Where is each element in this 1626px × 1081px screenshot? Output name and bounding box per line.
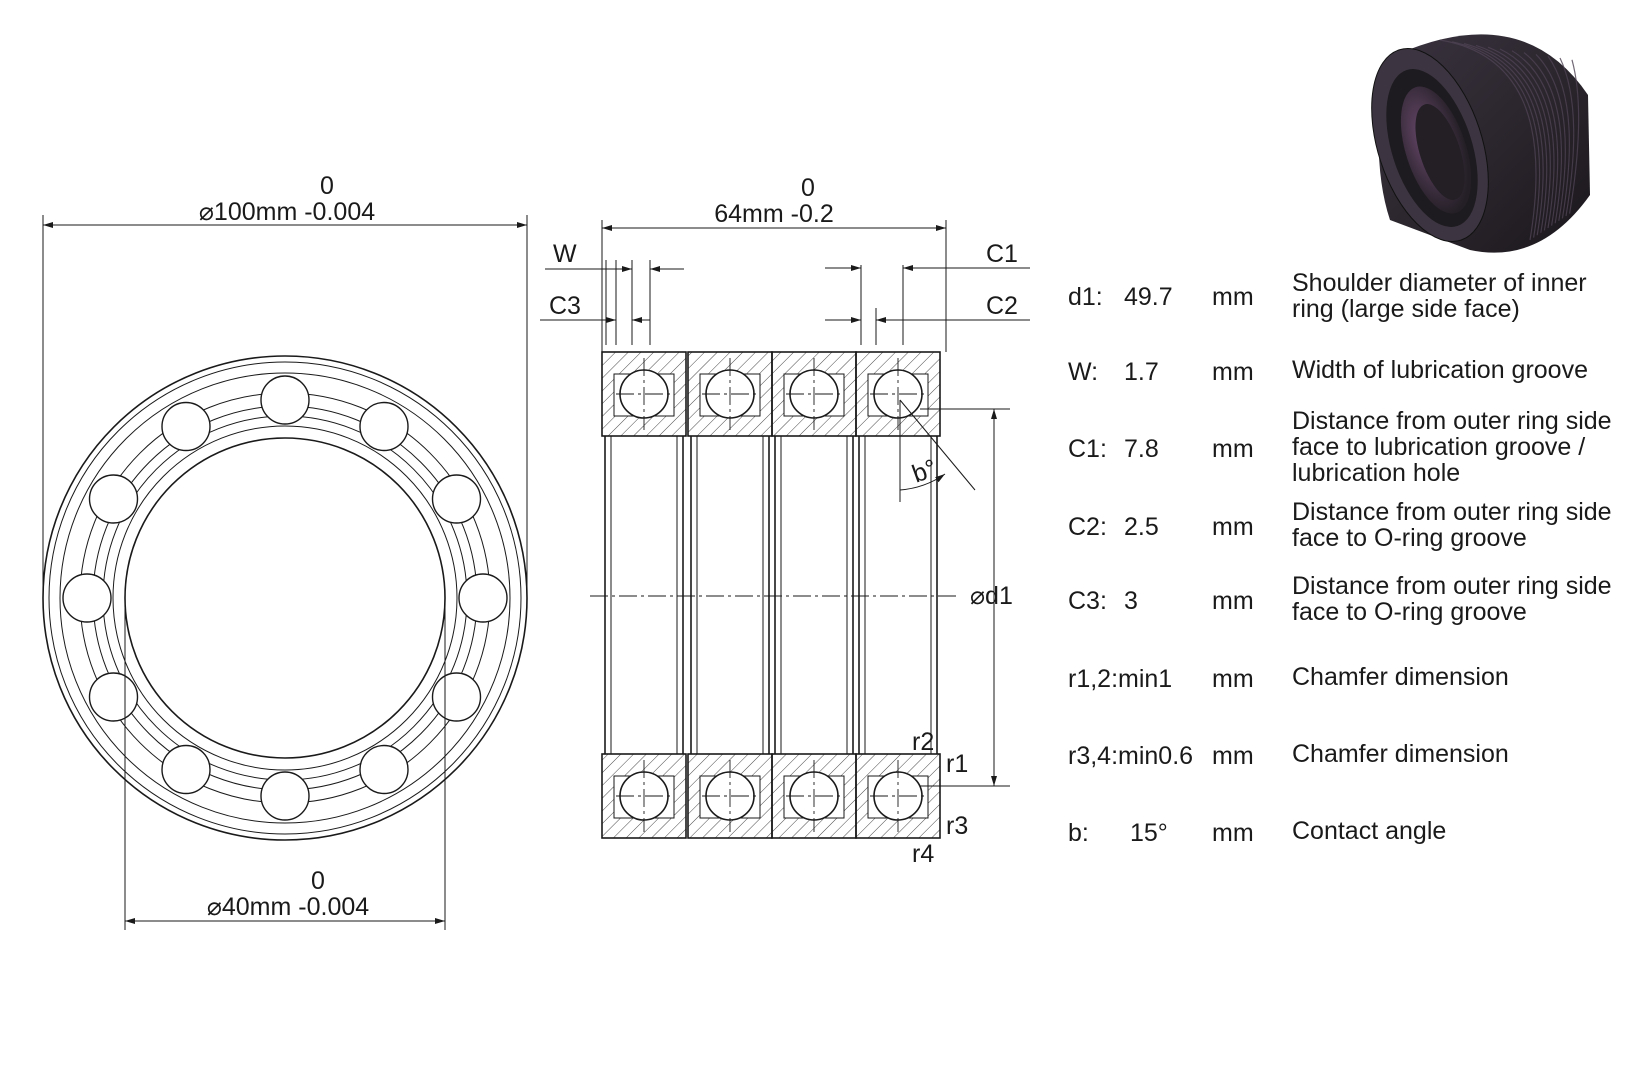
c2-label: C2 <box>986 292 1018 320</box>
roller <box>359 744 409 795</box>
bearing-row <box>771 351 857 839</box>
spec-unit: mm <box>1212 742 1254 770</box>
spec-key: C3: <box>1068 587 1107 615</box>
width-tolerance-upper: 0 <box>801 174 815 202</box>
inner-diameter-label: ⌀40mm -0.004 <box>207 893 369 921</box>
spec-value: 15° <box>1130 819 1168 847</box>
spec-unit: mm <box>1212 435 1254 463</box>
width-label: 64mm -0.2 <box>714 200 833 228</box>
outer-diameter-label: ⌀100mm -0.004 <box>199 198 375 226</box>
c1-label: C1 <box>986 240 1018 268</box>
bearing-3d-render <box>1371 34 1590 253</box>
roller <box>62 573 112 623</box>
outer-diameter-dimension: 0 ⌀100mm -0.004 <box>42 172 528 598</box>
spec-value: 3 <box>1124 587 1138 615</box>
section-view <box>590 351 960 839</box>
roller <box>431 474 482 524</box>
contact-angle-label: b° <box>908 454 940 488</box>
spec-desc: Width of lubrication groove <box>1292 356 1588 384</box>
roller <box>161 401 211 452</box>
spec-unit: mm <box>1212 587 1254 615</box>
groove-dimensions: W C3 C1 C2 <box>540 240 1030 345</box>
spec-value: 2.5 <box>1124 513 1159 541</box>
roller <box>88 672 139 722</box>
spec-key: W: <box>1068 358 1099 386</box>
spec-unit: mm <box>1212 819 1254 847</box>
spec-desc: Chamfer dimension <box>1292 663 1509 691</box>
d1-dimension: ⌀d1 <box>920 408 1013 787</box>
roller <box>260 375 310 425</box>
spec-desc: Distance from outer ring side face to lu… <box>1292 407 1612 487</box>
r1-label: r1 <box>946 750 968 778</box>
inner-diameter-dimension: 0 ⌀40mm -0.004 <box>124 598 446 930</box>
roller <box>161 744 211 795</box>
spec-desc: Contact angle <box>1292 817 1447 845</box>
bearing-row <box>855 351 941 839</box>
spec-unit: mm <box>1212 358 1254 386</box>
r4-label: r4 <box>912 840 934 868</box>
spec-desc: Distance from outer ring side face to O-… <box>1292 572 1612 626</box>
bearing-rows <box>601 351 941 839</box>
roller-set <box>62 375 508 821</box>
width-dimension: 0 64mm -0.2 <box>601 174 947 352</box>
r3-label: r3 <box>946 812 968 840</box>
bearing-row <box>601 351 687 839</box>
roller <box>431 672 482 722</box>
c3-label: C3 <box>549 292 581 320</box>
d1-label: ⌀d1 <box>970 582 1013 610</box>
spec-unit: mm <box>1212 513 1254 541</box>
spec-desc: Distance from outer ring side face to O-… <box>1292 498 1612 552</box>
roller <box>260 771 310 821</box>
spec-unit: mm <box>1212 283 1254 311</box>
roller <box>458 573 508 623</box>
spec-value: 1.7 <box>1124 358 1159 386</box>
spec-value: 7.8 <box>1124 435 1159 463</box>
spec-key: r3,4:min0.6 <box>1068 742 1194 770</box>
w-label: W <box>553 240 577 268</box>
roller <box>359 401 409 452</box>
spec-unit: mm <box>1212 665 1254 693</box>
spec-desc: Chamfer dimension <box>1292 740 1509 768</box>
spec-key: d1: <box>1068 283 1103 311</box>
inner-diameter-tolerance-upper: 0 <box>311 867 325 895</box>
bearing-row <box>687 351 773 839</box>
front-view <box>42 355 528 841</box>
spec-key: b: <box>1068 819 1089 847</box>
r2-label: r2 <box>912 728 934 756</box>
outer-diameter-tolerance-upper: 0 <box>320 172 334 200</box>
roller <box>88 474 139 524</box>
spec-desc: Shoulder diameter of inner ring (large s… <box>1292 269 1587 323</box>
spec-key: C2: <box>1068 513 1107 541</box>
spec-value: 49.7 <box>1124 283 1173 311</box>
spec-key: C1: <box>1068 435 1107 463</box>
spec-key: r1,2:min1 <box>1068 665 1173 693</box>
